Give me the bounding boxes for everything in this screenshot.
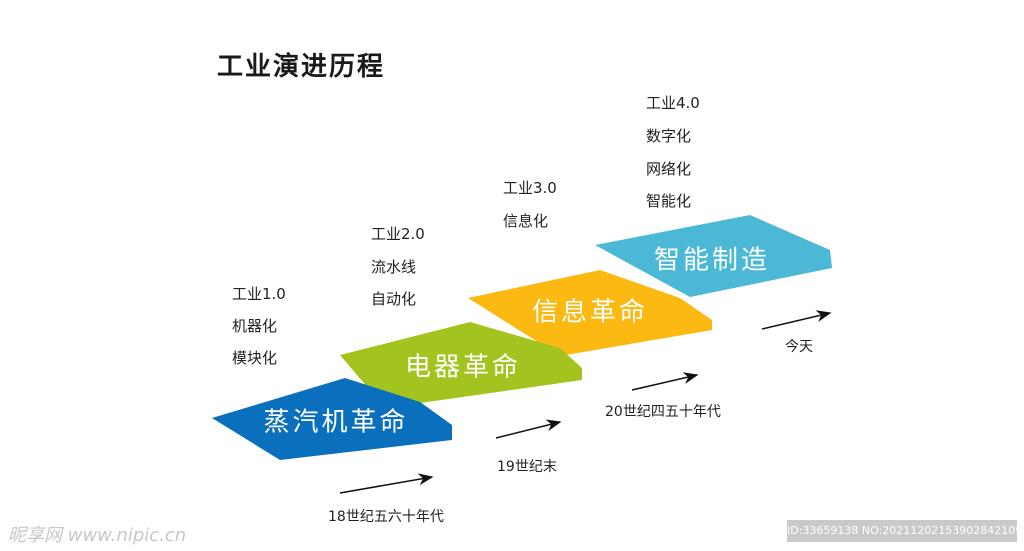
band-information <box>468 270 712 356</box>
stage4-item: 工业4.0 <box>646 94 700 112</box>
band-steam <box>212 378 452 460</box>
watermark-id: ID:33659138 NO:20211202153902842109 <box>787 520 1022 542</box>
stage3-item: 工业3.0 <box>503 179 557 197</box>
time-label: 18世纪五六十年代 <box>328 509 444 525</box>
watermark-logo: 昵享网 www.nipic.cn <box>8 525 187 546</box>
stage3-item: 信息化 <box>503 212 549 230</box>
stage1-item: 工业1.0 <box>232 285 286 303</box>
stage2-item: 工业2.0 <box>371 225 425 243</box>
band-label-smart: 智能制造 <box>653 245 771 276</box>
stage4-item: 智能化 <box>646 192 692 210</box>
stage4-item: 数字化 <box>646 127 692 145</box>
time-label: 19世纪末 <box>497 459 557 475</box>
arrow-icon <box>631 372 699 391</box>
band-electric <box>340 322 582 408</box>
arrow-icon <box>339 473 434 494</box>
time-label: 今天 <box>785 339 813 355</box>
band-smart <box>595 215 832 297</box>
stage1-item: 机器化 <box>232 317 278 335</box>
arrow-icon <box>495 419 562 439</box>
band-label-electric: 电器革命 <box>404 352 522 383</box>
stage1-item: 模块化 <box>232 349 278 367</box>
stage2-item: 流水线 <box>371 258 417 276</box>
stage4-item: 网络化 <box>646 160 692 178</box>
time-label: 20世纪四五十年代 <box>605 404 721 420</box>
stage2-item: 自动化 <box>371 290 417 308</box>
arrow-icon <box>761 310 832 330</box>
page-title: 工业演进历程 <box>217 52 386 82</box>
band-label-steam: 蒸汽机革命 <box>263 407 409 438</box>
band-label-information: 信息革命 <box>531 297 649 328</box>
